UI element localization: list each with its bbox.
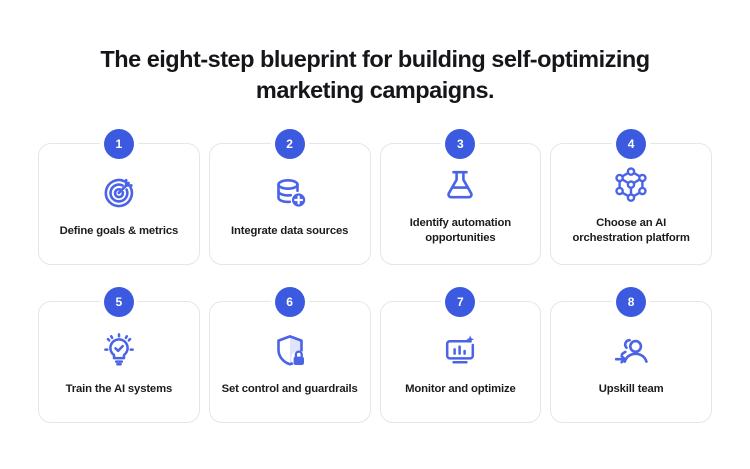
step-card-5[interactable]: 5 (38, 287, 200, 423)
step-number-badge-5: 5 (103, 287, 134, 317)
step-number-badge-2: 2 (274, 129, 305, 159)
step-number-badge-8: 8 (616, 287, 647, 317)
step-card-6[interactable]: 6 Set control and guardrails (208, 287, 371, 423)
step-number-badge-1: 1 (103, 129, 134, 159)
step-number-badge-4: 4 (616, 129, 647, 159)
page-title: The eight-step blueprint for building se… (100, 46, 650, 104)
flask-icon (438, 164, 482, 206)
node-network-icon (609, 164, 653, 206)
target-arrow-icon (97, 172, 141, 214)
step-card-1[interactable]: 1 Define goals & metrics (38, 129, 200, 265)
step-label-7: Monitor and optimize (405, 382, 516, 395)
step-number-badge-3: 3 (445, 129, 476, 159)
step-label-3: Identify automation opportunities (409, 217, 512, 244)
step-card-7[interactable]: 7 Monitor and optimize (379, 287, 542, 423)
step-label-4: Choose an AI orchestration platform (572, 217, 690, 244)
step-card-3[interactable]: 3 Identify automation opportunities (379, 129, 542, 265)
step-card-4[interactable]: 4 (550, 129, 712, 265)
step-number-badge-7: 7 (445, 287, 476, 317)
shield-lock-icon (268, 330, 312, 372)
step-card-8[interactable]: 8 Upskill team (550, 287, 712, 423)
step-label-8: Upskill team (598, 382, 664, 395)
people-arrow-icon (609, 330, 653, 372)
monitor-chart-star-icon (438, 330, 482, 372)
database-plus-icon (268, 172, 312, 214)
step-label-1: Define goals & metrics (59, 224, 179, 237)
lightbulb-check-icon (97, 330, 141, 372)
step-label-6: Set control and guardrails (221, 382, 358, 395)
steps-grid: 1 Define goals & metrics 2 (38, 129, 712, 423)
step-label-5: Train the AI systems (65, 382, 173, 395)
step-card-2[interactable]: 2 Integrate data sources (208, 129, 371, 265)
step-label-2: Integrate data sources (231, 224, 349, 237)
step-number-badge-6: 6 (274, 287, 305, 317)
